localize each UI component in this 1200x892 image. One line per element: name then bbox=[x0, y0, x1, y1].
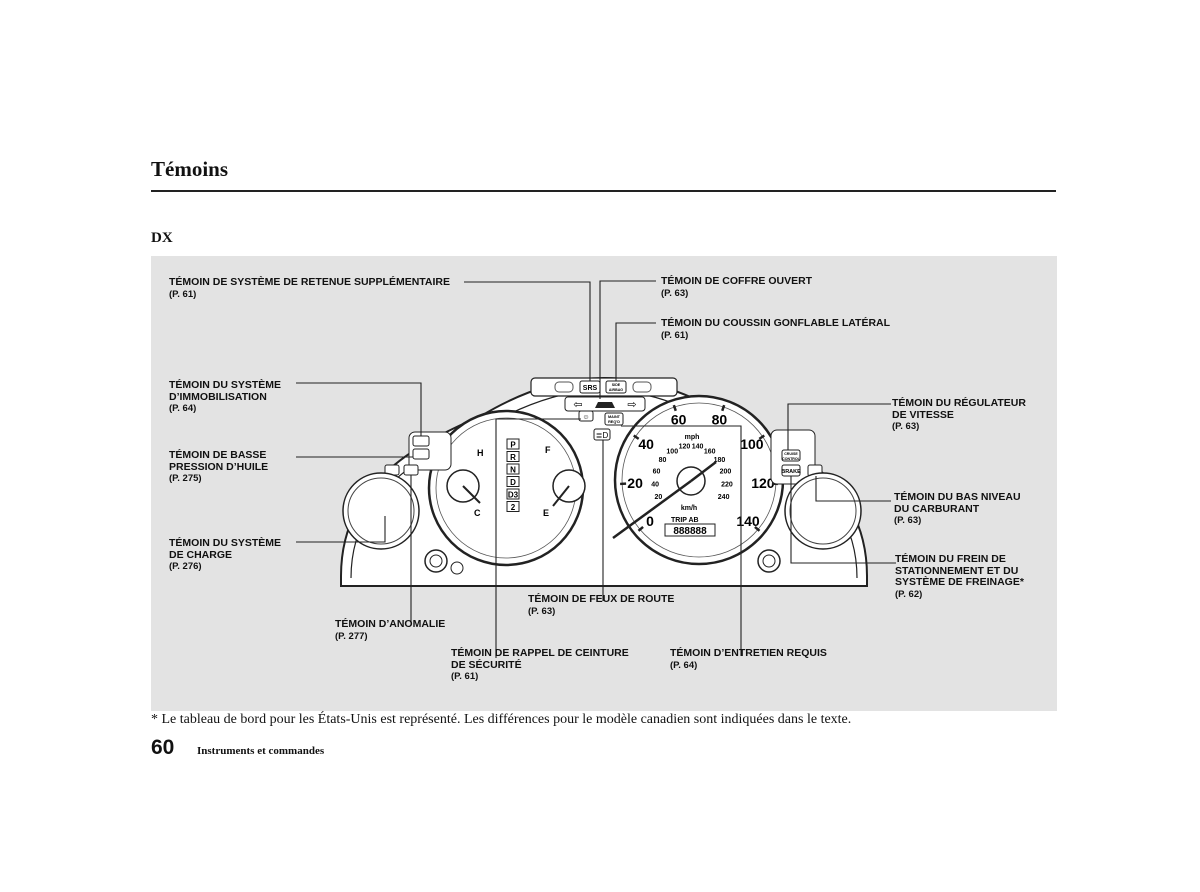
kmh-tick-label: 200 bbox=[720, 469, 732, 476]
aux-indicator-left bbox=[554, 381, 574, 393]
gear-box bbox=[506, 501, 520, 512]
maint-indicator bbox=[604, 412, 624, 426]
kmh-tick-label: 60 bbox=[653, 469, 661, 476]
kmh-unit: km/h bbox=[681, 505, 697, 512]
speedometer-needle bbox=[612, 479, 692, 540]
svg-text:☺: ☺ bbox=[582, 414, 589, 421]
gear-box bbox=[506, 438, 520, 450]
odometer-value: 888888 bbox=[673, 526, 707, 537]
mph-tick-label: 40 bbox=[638, 436, 654, 452]
mph-tick-mark bbox=[633, 434, 640, 440]
right-pod-gauge bbox=[784, 472, 862, 550]
kmh-tick-label: 100 bbox=[666, 448, 678, 455]
page-number: 60 bbox=[151, 736, 175, 759]
high-beam-indicator bbox=[593, 428, 611, 441]
mph-tick-label: 140 bbox=[736, 513, 760, 529]
temp-cold-label: C bbox=[474, 508, 481, 518]
mph-tick-label: 120 bbox=[751, 475, 775, 491]
label-anomalie: TÉMOIN D’ANOMALIE(P. 277) bbox=[335, 618, 446, 642]
srs-indicator-text: SRS bbox=[583, 385, 598, 392]
title-rule bbox=[151, 190, 1056, 192]
label-maintenance: TÉMOIN D’ENTRETIEN REQUIS(P. 64) bbox=[670, 647, 827, 671]
svg-text:REQ'D: REQ'D bbox=[608, 420, 620, 424]
mph-tick-mark bbox=[754, 525, 761, 532]
gear-letter: R bbox=[510, 453, 516, 462]
odometer-display bbox=[664, 523, 716, 537]
gear-box bbox=[506, 463, 520, 475]
mph-tick-label: 80 bbox=[712, 411, 728, 427]
gear-box bbox=[506, 451, 520, 462]
gear-letter: D3 bbox=[508, 491, 519, 500]
label-side-airbag: TÉMOIN DU COUSSIN GONFLABLE LATÉRAL(P. 6… bbox=[661, 317, 891, 341]
gear-letter: D bbox=[510, 478, 516, 487]
immobilizer-indicator bbox=[578, 410, 594, 422]
mph-tick-label: 60 bbox=[671, 411, 687, 427]
svg-text:AIRBAG: AIRBAG bbox=[609, 388, 623, 392]
label-high-beam: TÉMOIN DE FEUX DE ROUTE(P. 63) bbox=[528, 593, 675, 617]
svg-text:MAINT: MAINT bbox=[608, 415, 621, 419]
section-title: Instruments et commandes bbox=[197, 745, 325, 757]
leader-lines bbox=[296, 280, 896, 658]
kmh-tick-label: 20 bbox=[654, 494, 662, 501]
footnote: * Le tableau de bord pour les États-Unis… bbox=[151, 712, 852, 727]
kmh-tick-label: 180 bbox=[714, 457, 726, 464]
trip-label: TRIP AB bbox=[671, 517, 699, 524]
kmh-tick-label: 120 bbox=[679, 444, 691, 451]
aux-indicator-right bbox=[632, 381, 652, 393]
mph-tick-mark bbox=[637, 525, 644, 532]
gear-letter: N bbox=[510, 466, 516, 475]
mph-tick-mark bbox=[672, 404, 677, 412]
fuel-full-label: F bbox=[545, 445, 551, 455]
mph-tick-mark bbox=[721, 404, 726, 412]
kmh-tick-label: 80 bbox=[659, 457, 667, 464]
mph-tick-label: 100 bbox=[740, 436, 764, 452]
mph-tick-mark bbox=[758, 434, 765, 440]
gear-letter: P bbox=[510, 441, 516, 450]
right-turn-icon: ⇨ bbox=[627, 399, 636, 411]
gear-letter: 2 bbox=[511, 503, 516, 512]
top-indicator-strip bbox=[530, 377, 678, 397]
dimmer-icon bbox=[450, 561, 464, 575]
label-srs: TÉMOIN DE SYSTÈME DE RETENUE SUPPLÉMENTA… bbox=[169, 276, 451, 300]
svg-text:CRUISE: CRUISE bbox=[784, 452, 798, 456]
fuel-empty-label: E bbox=[543, 508, 549, 518]
trunk-open-icon bbox=[595, 402, 615, 408]
cruise-indicator bbox=[781, 449, 801, 462]
kmh-tick-label: 220 bbox=[721, 482, 733, 489]
kmh-tick-label: 240 bbox=[718, 494, 730, 501]
kmh-tick-label: 140 bbox=[692, 444, 704, 451]
mph-tick-label: 0 bbox=[646, 513, 654, 529]
gear-box bbox=[506, 488, 520, 500]
mph-tick-label: 20 bbox=[627, 475, 643, 491]
svg-text:CONTROL: CONTROL bbox=[782, 457, 801, 461]
oil-pressure-indicator bbox=[412, 448, 430, 460]
left-pod-gauge bbox=[342, 472, 420, 550]
left-turn-icon: ⇦ bbox=[573, 399, 582, 411]
immobilizer-key-indicator bbox=[412, 435, 430, 447]
mph-unit: mph bbox=[685, 434, 700, 441]
brake-indicator-text: BRAKE bbox=[781, 469, 801, 475]
svg-text:SIDE: SIDE bbox=[612, 383, 621, 387]
gear-box bbox=[506, 476, 520, 487]
label-trunk: TÉMOIN DE COFFRE OUVERT(P. 63) bbox=[661, 275, 813, 299]
svg-text:≣D: ≣D bbox=[596, 431, 609, 440]
check-engine-indicator bbox=[403, 464, 419, 476]
page-title: Témoins bbox=[151, 157, 229, 181]
kmh-tick-label: 160 bbox=[704, 448, 716, 455]
kmh-tick-label: 40 bbox=[651, 482, 659, 489]
temp-hot-label: H bbox=[477, 448, 484, 458]
model-subtitle: DX bbox=[151, 230, 173, 246]
